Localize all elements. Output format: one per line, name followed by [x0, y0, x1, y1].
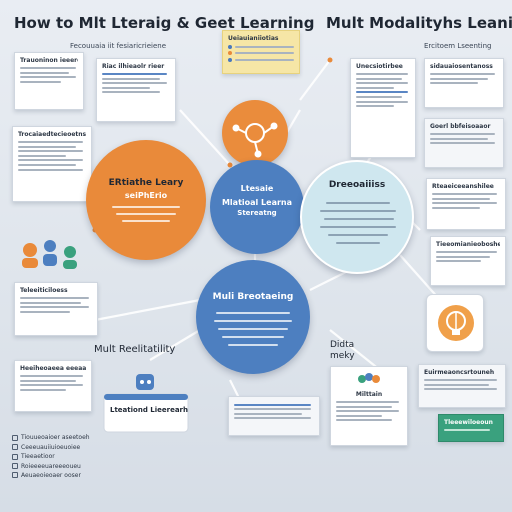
robot-icon — [103, 374, 189, 433]
checklist-item[interactable]: Aeuaeoieoaer ooser — [12, 472, 98, 479]
card-left-3-heading: Teleeiticiloess — [20, 287, 68, 294]
card-bottom-mid — [228, 396, 320, 436]
card-bottom-right: Euirmeaoncsrtouneh — [418, 364, 506, 408]
card-right-3: Goerl bbfeisoaaor — [424, 118, 504, 168]
checkbox-icon — [12, 434, 18, 441]
card-right-1-heading: Unecsiotirbee — [356, 63, 403, 70]
card-right-4-heading: Rteaeiceeanshilee — [432, 183, 494, 190]
page-subtitle-left: Fecouuaia iit fesiaricrieiene — [70, 42, 167, 50]
card-right-3-heading: Goerl bbfeisoaaor — [430, 123, 491, 130]
brain-icon — [438, 305, 474, 341]
card-right-4: Rteaeiceeanshilee — [426, 178, 506, 230]
circle-teal: Dreeoaiiiss — [300, 160, 414, 274]
circle-blue-small-sub-2: Stereatng — [237, 209, 277, 217]
checklist: Tiouueoaioer aseetoeh Ceeeuauiiuioeuoiee… — [12, 432, 98, 481]
label-mult-reality: Mult Reelitatility — [94, 344, 176, 355]
circle-blue-main-label: Muli Breotaeing — [212, 292, 294, 302]
checkbox-icon — [12, 472, 18, 479]
checklist-item[interactable]: Roieeeeuareeeoueu — [12, 463, 98, 470]
checkbox-icon — [12, 444, 18, 451]
card-right-5-heading: Tieeomianieoboshe — [436, 241, 500, 248]
checklist-item[interactable]: Tiouueoaioer aseetoeh — [12, 434, 98, 441]
circle-orange-label: ERtiathe Leary — [108, 178, 184, 188]
card-green: Tleeewiloeoun — [438, 414, 504, 442]
card-mitain-heading: Milttain — [355, 391, 383, 398]
card-left-2-heading: Trocaiaedtecieoetnses — [18, 131, 86, 138]
card-left-3: Teleeiticiloess — [14, 282, 98, 336]
page-subtitle-right: Ercitoem Lseenting — [424, 42, 492, 50]
card-green-heading: Tleeewiloeoun — [444, 419, 493, 426]
checklist-item[interactable]: Ceeeuauiiuioeuoiee — [12, 444, 98, 451]
card-left-1: Trauoninon ieeerer — [14, 52, 84, 110]
circle-blue-small-label: Ltesaie — [240, 184, 274, 193]
circle-blue-main: Muli Breotaeing — [196, 260, 310, 374]
card-top-mid-heading: Riac ilhieaolr rieer — [102, 63, 165, 70]
card-top-mid: Riac ilhieaolr rieer — [96, 58, 176, 122]
team-icon — [358, 373, 380, 383]
card-mitain: Milttain — [330, 366, 408, 446]
checklist-item[interactable]: Tieeaetioor — [12, 453, 98, 460]
card-left-4: Heeiheoaeea eeeaaaiil — [14, 360, 92, 412]
people-icon — [16, 236, 86, 272]
card-right-1: Unecsiotirbee — [350, 58, 416, 158]
page-title-right: Mult Modalityhs Leaning — [326, 14, 512, 32]
brain-icon-tile — [426, 294, 484, 352]
circle-blue-small-sub-1: Mlatioal Learna — [221, 198, 293, 207]
card-left-1-heading: Trauoninon ieeerer — [20, 57, 78, 64]
circle-orange-sub: seiPhErio — [124, 191, 168, 200]
label-digital-meky: Didta meky — [330, 340, 355, 361]
card-bottom-right-heading: Euirmeaoncsrtouneh — [424, 369, 495, 376]
checkbox-icon — [12, 453, 18, 460]
card-right-2-heading: sidauaiosentanoss — [430, 63, 493, 70]
page-title-left: How to Mlt Lteraig & Geet Learning — [14, 14, 315, 32]
checkbox-icon — [12, 463, 18, 470]
card-left-4-heading: Heeiheoaeea eeeaaaiil — [20, 365, 86, 372]
circle-orange-main: ERtiathe Leary seiPhErio — [86, 140, 206, 260]
circle-blue-small: Ltesaie Mlatioal Learna Stereatng — [210, 160, 304, 254]
network-icon — [232, 122, 278, 158]
card-left-2: Trocaiaedtecieoetnses — [12, 126, 92, 202]
network-icon-circle — [222, 100, 288, 166]
card-yellow-heading: Ueiauianiiotias — [228, 35, 279, 42]
card-yellow-top: Ueiauianiiotias — [222, 30, 300, 74]
card-right-5: Tieeomianieoboshe — [430, 236, 506, 286]
learning-plaque-label: Lteationd Lieerearh — [110, 406, 188, 414]
learning-plaque: Lteationd Lieerearh — [102, 372, 190, 434]
circle-teal-label: Dreeoaiiiss — [328, 180, 386, 190]
card-right-2: sidauaiosentanoss — [424, 58, 504, 108]
